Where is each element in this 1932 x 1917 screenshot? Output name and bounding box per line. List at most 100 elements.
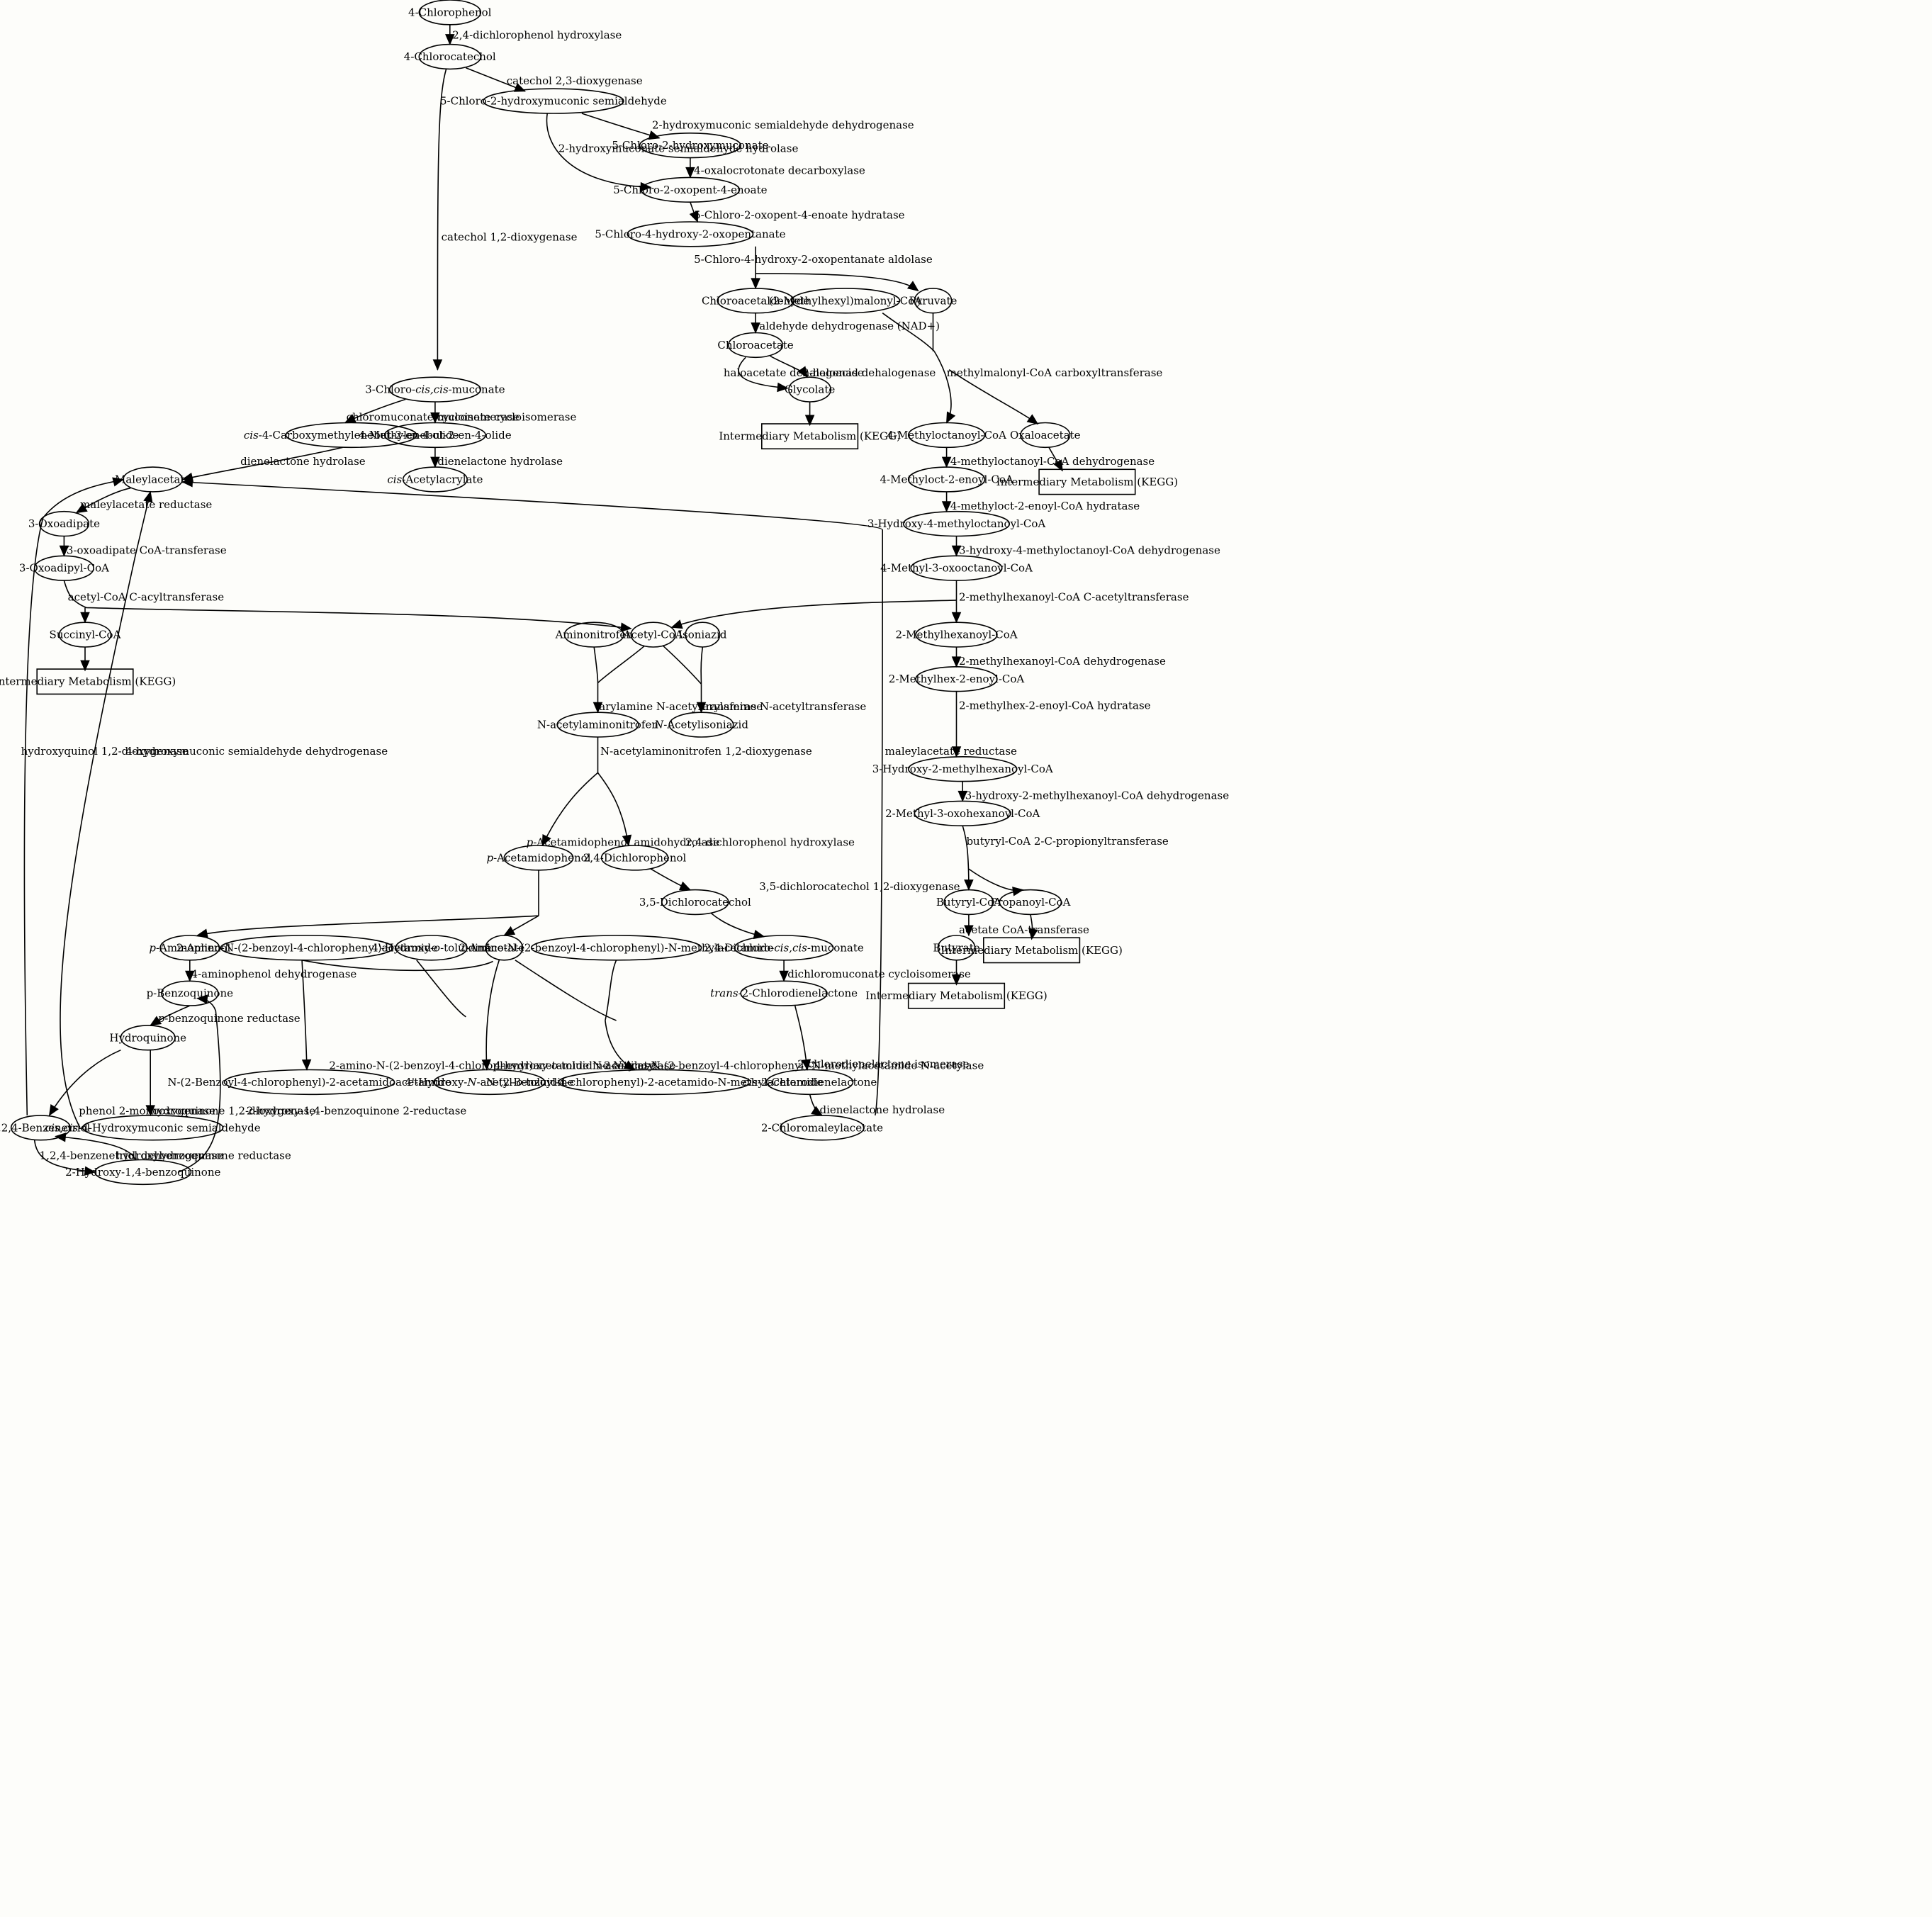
compound-label: Intermediary Metabolism (KEGG) [865,989,1047,1002]
compound-node-mbo[interactable]: 4-Methylenebut-2-en-4-olide [359,422,512,449]
arrowhead [777,382,789,393]
compound-node-chlorocatechol4[interactable]: 4-Chlorocatechol [404,43,496,70]
compound-node-abcpa[interactable]: 2-Amino-N-(2-benzoyl-4-chlorophenyl)acet… [176,935,438,961]
compound-node-chloromaleylacetate[interactable]: 2-Chloromaleylacetate [761,1115,883,1141]
compound-node-oxaloacetate[interactable]: Oxaloacetate [1010,422,1081,449]
compound-ellipse [639,133,742,159]
compound-node-acetamidophenol[interactable]: p-Acetamidophenol [486,845,591,871]
reaction-edge [301,960,308,1070]
compound-node-hant[interactable]: 4'-Hydroxy-N-acetyl-o-toluidine [405,1069,574,1096]
enzyme-label: 3,5-dichlorocatechol 1,2-dioxygenase [759,880,960,893]
enzyme-label: catechol 1,2-dioxygenase [442,231,578,244]
compound-node-abcpma[interactable]: 2-Amino-N-(2-benzoyl-4-chlorophenyl)-N-m… [459,935,774,961]
compound-node-im_butyrate[interactable]: Intermediary Metabolism (KEGG) [865,982,1048,1009]
compound-node-succinylcoa[interactable]: Succinyl-CoA [50,622,121,648]
compound-node-cmb[interactable]: cis-4-Carboxymethylenebut-2-en-4-olide [244,422,459,449]
compound-node-aminophenol[interactable]: p-Aminophenol [149,935,230,961]
enzyme-label: 3-hydroxy-4-methyloctanoyl-CoA dehydroge… [959,544,1220,556]
compound-node-aminonitrofen[interactable]: Aminonitrofen [555,622,634,648]
compound-node-dichlorophenol[interactable]: 2,4-Dichlorophenol [583,845,687,871]
arrowhead [430,412,440,424]
compound-node-hydroquinone[interactable]: Hydroquinone [109,1025,186,1051]
compound-node-chm[interactable]: 5-Chloro-2-hydroxymuconate [612,133,769,159]
compound-label: 3-Hydroxy-2-methylhexanoyl-CoA [872,763,1053,775]
enzyme-label: butyryl-CoA 2-C-propionyltransferase [966,835,1168,848]
compound-node-hbq[interactable]: 2-Hydroxy-1,4-benzoquinone [65,1159,220,1186]
arrowhead [946,411,956,424]
enzyme-label: 4-aminophenol dehydrogenase [191,968,357,981]
compound-node-methylhexenoyl[interactable]: 2-Methylhex-2-enoyl-CoA [889,665,1025,692]
compound-node-pyruvate[interactable]: Pyruvate [909,288,957,314]
compound-node-acetylisoniazid[interactable]: N-Acetylisoniazid [653,712,748,738]
compound-node-butyrate[interactable]: Butyrate [933,935,980,961]
compound-node-im_glycolate[interactable]: Intermediary Metabolism (KEGG) [719,423,901,450]
compound-node-nbcaa[interactable]: N-(2-Benzoyl-4-chlorophenyl)-2-acetamido… [167,1069,451,1096]
enzyme-label: 4-hydroxy-o-toluidine N-acetylase [494,1059,675,1072]
compound-node-chlorophenol4[interactable]: 4-Chlorophenol [408,0,492,26]
compound-node-hydroxymethylhexanoyl[interactable]: 3-Hydroxy-2-methylhexanoyl-CoA [872,755,1053,782]
arrowhead [432,359,443,371]
compound-ellipse [10,1115,71,1141]
reaction-edge [416,960,466,1018]
compound-ellipse [627,221,754,247]
reaction-edge [63,580,631,629]
compound-node-acetylcoa[interactable]: Acetyl-CoA [623,622,683,648]
compound-node-dichlorocatechol[interactable]: 3,5-Dichlorocatechol [639,889,751,916]
compound-node-methyloxohexanoyl[interactable]: 2-Methyl-3-oxohexanoyl-CoA [885,800,1040,827]
compound-label: Chloroacetate [717,339,793,352]
compound-ellipse [907,755,1018,782]
compound-node-methyloctenoyl[interactable]: 4-Methyloct-2-enoyl-CoA [880,466,1013,493]
compound-label: 3,5-Dichlorocatechol [639,896,751,909]
compound-node-chloroacetate[interactable]: Chloroacetate [717,332,794,359]
compound-node-nbcamma[interactable]: N-(2-Benzoyl-4-chlorophenyl)-2-acetamido… [486,1069,824,1096]
compound-node-glycolate[interactable]: Glycolate [785,376,835,403]
compound-node-transcdl[interactable]: trans-2-Chlorodienelactone [710,980,858,1006]
compound-node-chms[interactable]: 5-Chloro-2-hydroxymuconic semialdehyde [440,88,667,114]
enzyme-label: methylmalonyl-CoA carboxyltransferase [947,366,1163,379]
metabolism-box [1038,468,1136,495]
compound-node-dccm[interactable]: 2,4-Dichloro-cis,cis-muconate [704,935,864,961]
compound-node-hydroxytoluidine[interactable]: 4'-Hydroxy-o-toluidine [371,935,492,961]
compound-node-butyrylcoa[interactable]: Butyryl-CoA [936,889,1001,916]
compound-label: Hydroquinone [109,1031,186,1044]
compound-node-benzoquinone[interactable]: p-Benzoquinone [147,980,234,1006]
compound-label: Succinyl-CoA [50,629,121,641]
compound-node-im_oxalo[interactable]: Intermediary Metabolism (KEGG) [996,468,1178,495]
arrowhead [623,1060,636,1071]
compound-node-im_succinyl[interactable]: Intermediary Metabolism (KEGG) [0,668,176,695]
compound-node-coe[interactable]: 5-Chloro-2-oxopent-4-enoate [613,176,768,203]
enzyme-label: hydroxybenzoquinone reductase [116,1149,291,1162]
compound-node-chop[interactable]: 5-Chloro-4-hydroxy-2-oxopentanate [595,221,786,247]
compound-label: 2,4-Dichloro-cis,cis-muconate [704,941,863,954]
compound-node-methyloctanoyl[interactable]: 4-Methyloctanoyl-CoA [887,422,1006,449]
compound-node-maleylacetate[interactable]: Maleylacetate [115,466,191,493]
compound-label: 4-Chlorocatechol [404,50,496,63]
compound-node-hydroxymethyloctanoyl[interactable]: 3-Hydroxy-4-methyloctanoyl-CoA [867,510,1046,537]
compound-node-methylhexanoyl[interactable]: 2-Methylhexanoyl-CoA [895,622,1018,648]
compound-node-ccm3[interactable]: 3-Chloro-cis,cis-muconate [365,376,505,403]
arrowhead [80,612,90,624]
compound-node-propanoylcoa[interactable]: Propanoyl-CoA [990,889,1071,916]
compound-ellipse [902,510,1011,537]
compound-label: Intermediary Metabolism (KEGG) [940,944,1122,957]
compound-node-ciscdl[interactable]: cis-2-Chlorodienelactone [743,1069,877,1096]
compound-ellipse [563,622,624,648]
compound-node-chloroacetaldehyde[interactable]: Chloroacetaldehyde [702,288,809,314]
compound-node-nacetylaminonitrofen[interactable]: N-acetylaminonitrofen [537,712,658,738]
compound-node-oxoadipate[interactable]: 3-Oxoadipate [28,510,100,537]
compound-node-methyloxooctanoyl[interactable]: 4-Methyl-3-oxooctanoyl-CoA [880,555,1033,581]
compound-label: 2,4-Dichlorophenol [583,851,687,864]
reaction-edge [968,868,1023,892]
compound-node-acetate[interactable]: Acetate [483,935,524,961]
compound-node-hmsa[interactable]: cis,cis-4-Hydroxymuconic semialdehyde [45,1115,261,1141]
compound-node-acetylacrylate[interactable]: cis-Acetylacrylate [387,466,483,493]
compound-node-benzenetriol[interactable]: 1,2,4-Benzenetriol [0,1115,91,1141]
compound-ellipse [383,422,487,449]
compound-node-isoniazid[interactable]: Isoniazid [678,622,727,648]
arrowhead [951,974,962,986]
compound-node-im_propanoyl[interactable]: Intermediary Metabolism (KEGG) [940,937,1123,964]
compound-node-oxoadipylcoa[interactable]: 3-Oxoadipyl-CoA [19,555,109,581]
compound-node-methylhexylmalonyl[interactable]: (2-Methylhexyl)malonyl-CoA [769,288,922,314]
compound-ellipse [600,845,669,871]
